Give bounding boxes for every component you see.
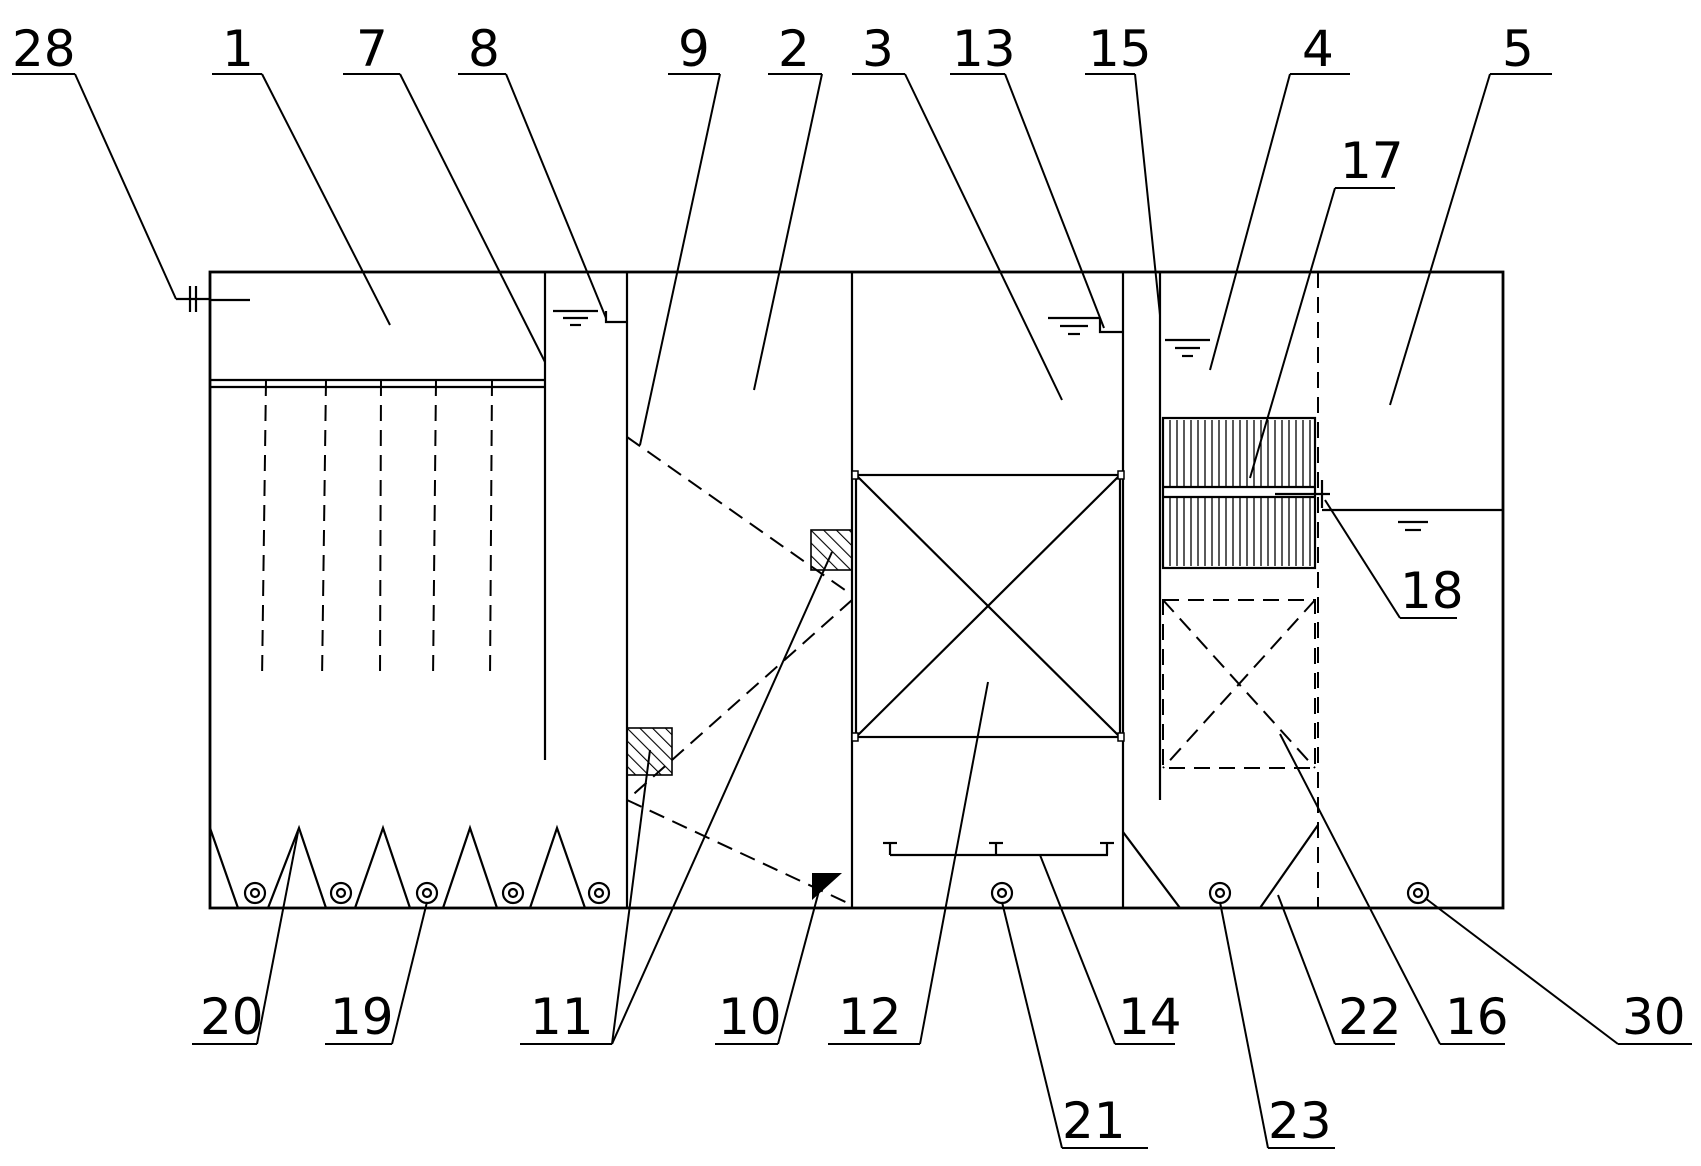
hatched-block-upper: [810, 529, 853, 571]
chamber-2: [626, 272, 854, 908]
label-4: 4: [1302, 20, 1334, 78]
baffles: [543, 272, 629, 908]
label-20: 20: [200, 988, 264, 1046]
chamber-3: [851, 272, 1125, 908]
label-30: 30: [1622, 988, 1686, 1046]
label-7: 7: [356, 20, 388, 78]
label-3: 3: [862, 20, 894, 78]
label-10: 10: [718, 988, 782, 1046]
label-15: 15: [1088, 20, 1152, 78]
label-9: 9: [678, 20, 710, 78]
label-5: 5: [1502, 20, 1534, 78]
label-8: 8: [468, 20, 500, 78]
label-18: 18: [1400, 562, 1464, 620]
inlet-pipe: [176, 286, 250, 312]
label-11: 11: [530, 988, 594, 1046]
bottom-labels: 20 19 11 10 12 14 21 23 22: [192, 551, 1692, 1150]
membrane-fibers: [1169, 420, 1311, 566]
label-23: 23: [1268, 1092, 1332, 1150]
label-1: 1: [222, 20, 254, 78]
label-19: 19: [330, 988, 394, 1046]
tank-outline: [208, 270, 1505, 910]
label-2: 2: [778, 20, 810, 78]
chamber-5: [1317, 272, 1503, 908]
filled-block-10: [812, 873, 842, 900]
chamber-4: [1122, 272, 1330, 909]
label-16: 16: [1445, 988, 1509, 1046]
label-21: 21: [1062, 1092, 1126, 1150]
label-28: 28: [12, 20, 76, 78]
chamber-1: [208, 378, 611, 909]
label-12: 12: [838, 988, 902, 1046]
label-13: 13: [952, 20, 1016, 78]
top-labels: 28 1 7 8 9 2 3 13 15 4: [12, 20, 1552, 620]
label-17: 17: [1340, 132, 1404, 190]
label-14: 14: [1118, 988, 1182, 1046]
label-22: 22: [1338, 988, 1402, 1046]
